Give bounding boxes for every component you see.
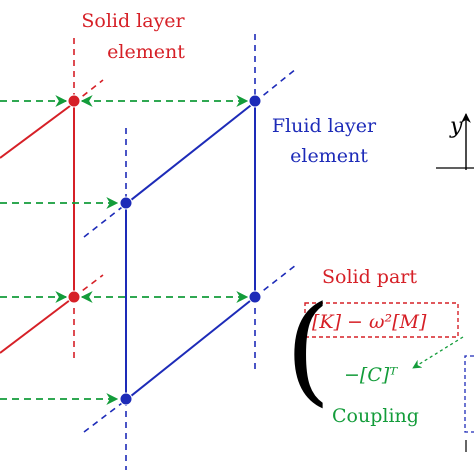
fluid-node-top-left: [119, 196, 133, 210]
coupling-arrows: [0, 95, 249, 405]
fluid-node-bottom-right: [248, 290, 262, 304]
solid-diagonal-bottom: [0, 296, 75, 354]
fluid-top-diagonal-ext-left: [83, 203, 127, 238]
solid-node-top: [67, 94, 81, 108]
fluid-node-bottom-left: [119, 392, 133, 406]
solid-part-box: [304, 302, 459, 338]
coupling-label: Coupling: [332, 405, 419, 427]
fluid-top-diagonal: [125, 101, 256, 205]
coupling-pointer-arrow: [412, 336, 464, 369]
solid-diagonal-top: [0, 102, 75, 159]
coordinate-axes: y: [436, 113, 474, 170]
fluid-bottom-diagonal-ext-right: [254, 264, 297, 298]
matrix-stiffness-mass-term: [K] − ω²[M]: [312, 311, 427, 333]
solid-layer-label-line1: Solid layer: [81, 10, 185, 32]
nodes: [67, 94, 262, 406]
solid-layer-label-line2: element: [107, 41, 185, 63]
fluid-node-top-right: [248, 94, 262, 108]
solid-part-label: Solid part: [322, 266, 417, 288]
matrix-panel: Solid part [K] − ω²[M] ( −[C]ᵀ Coupling: [285, 266, 474, 452]
y-axis-label: y: [449, 114, 463, 139]
solid-node-bottom: [67, 290, 81, 304]
fluid-top-diagonal-ext-right: [254, 68, 297, 103]
fluid-bottom-diagonal-ext-left: [83, 399, 127, 433]
fluid-part-box-edge: [464, 355, 474, 433]
fluid-layer-label-line1: Fluid layer: [272, 115, 377, 137]
fluid-bottom-diagonal: [125, 296, 256, 401]
matrix-left-bracket: (: [285, 280, 331, 418]
solid-layer-element: [0, 38, 104, 362]
fluid-layer-element: [83, 34, 297, 470]
fluid-layer-label-line2: element: [290, 145, 368, 167]
matrix-coupling-term: −[C]ᵀ: [344, 364, 398, 386]
